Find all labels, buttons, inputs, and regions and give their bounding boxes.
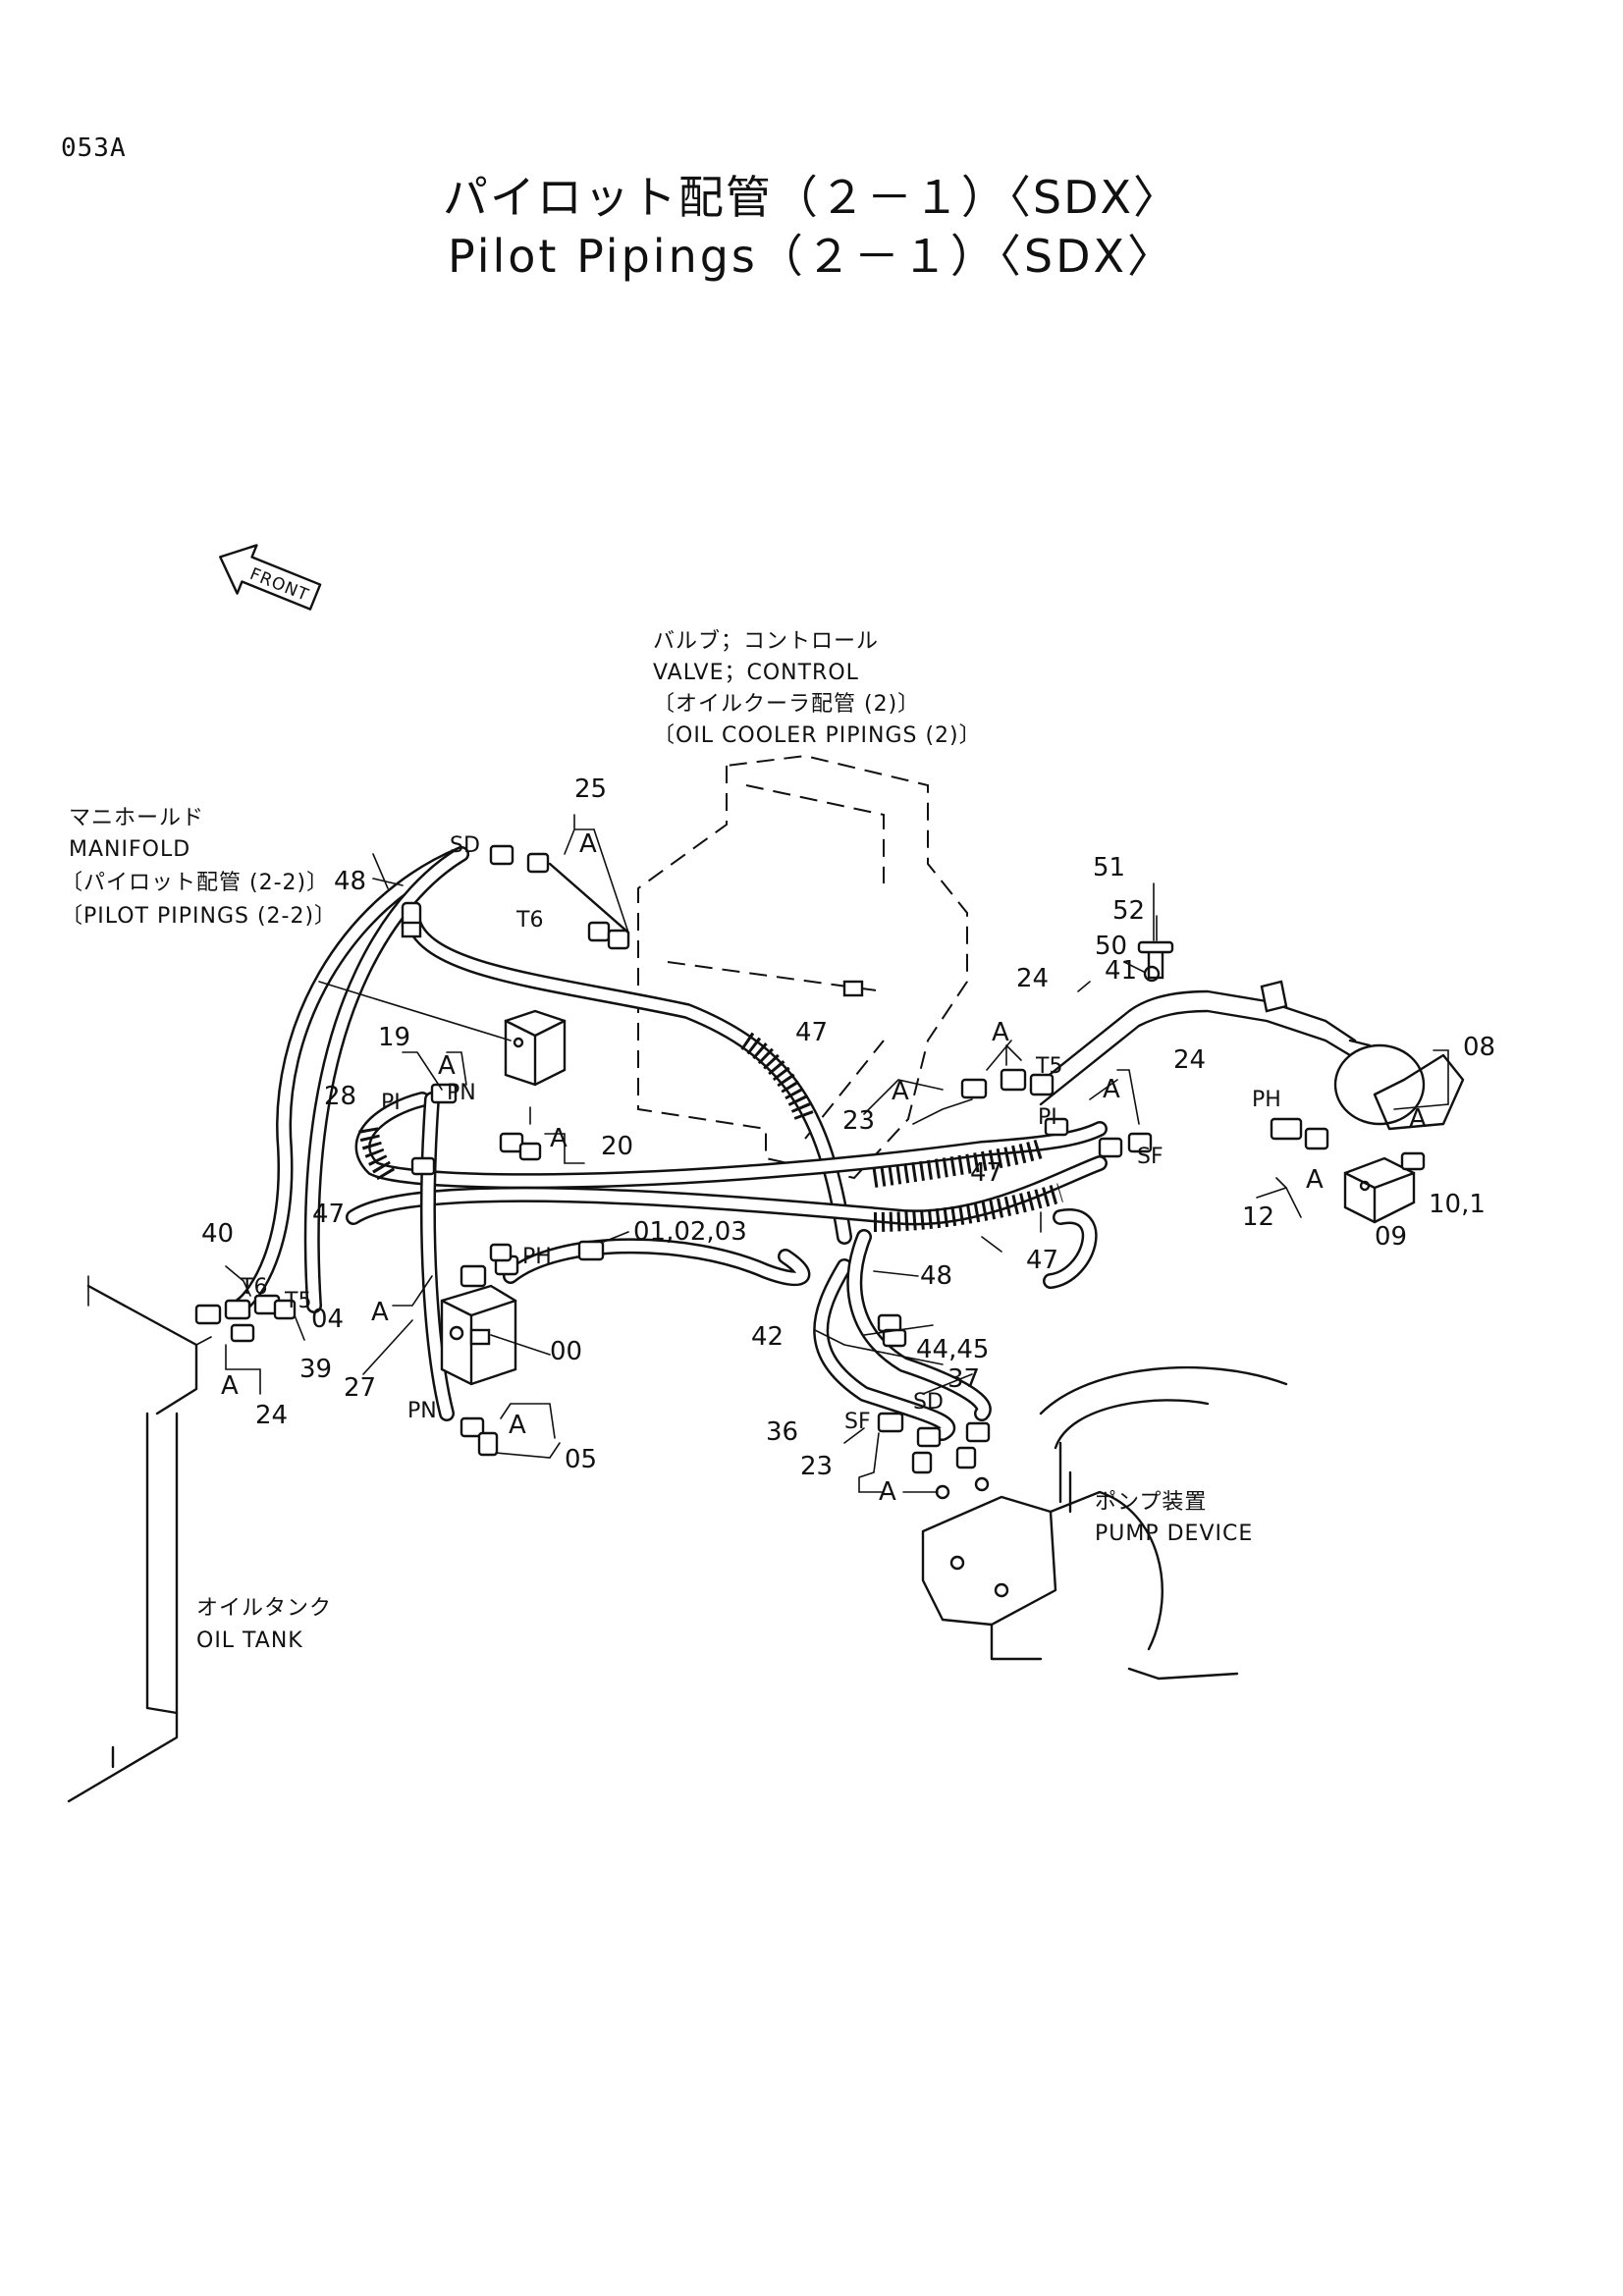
oil-tank [67, 1275, 212, 1803]
part-number: 48 [920, 1261, 952, 1291]
part-number: 37 [947, 1364, 980, 1394]
detail-mark: A [892, 1077, 909, 1106]
detail-mark: A [1306, 1165, 1324, 1195]
valve-ref-jp: 〔オイルクーラ配管 (2)〕 [653, 692, 920, 717]
part-number: 52 [1112, 896, 1145, 926]
port-t5-right: T5 [1035, 1054, 1062, 1079]
part-number: 05 [565, 1445, 597, 1474]
pump-device [921, 1365, 1288, 1681]
detail-marks: A A A A A A A A A A A A [221, 829, 1427, 1507]
port-t6: T6 [515, 908, 543, 933]
accumulator [1333, 1039, 1465, 1131]
part-number: 47 [1026, 1246, 1058, 1275]
part-number: 27 [344, 1373, 376, 1403]
port-sf-low: SF [844, 1410, 871, 1434]
port-pn-low: PN [407, 1399, 437, 1423]
part-number: 42 [751, 1322, 784, 1352]
part-number: 01,02,03 [633, 1217, 747, 1247]
part-number: 09 [1375, 1222, 1407, 1252]
part-number: 20 [601, 1132, 633, 1161]
manifold-ref-jp: 〔パイロット配管 (2-2)〕 [61, 871, 329, 895]
detail-mark: A [1103, 1075, 1120, 1104]
part-number: 04 [311, 1305, 344, 1334]
part-number: 44,45 [916, 1335, 989, 1364]
pump-label-en: PUMP DEVICE [1095, 1522, 1253, 1546]
front-arrow-icon: FRONT [219, 544, 322, 611]
port-t6-left: T6 [240, 1275, 267, 1300]
fittings [194, 844, 1426, 1500]
manifold-ref-en: 〔PILOT PIPINGS (2-2)〕 [61, 904, 337, 929]
part-number: 12 [1242, 1202, 1274, 1232]
detail-mark: A [579, 829, 597, 859]
detail-mark: A [550, 1124, 568, 1153]
callout-labels: バルブ；コントロール VALVE；CONTROL 〔オイルクーラ配管 (2)〕 … [61, 629, 1253, 1653]
detail-mark: A [879, 1477, 896, 1507]
pipe-41 [1029, 980, 1357, 1106]
part-number: 24 [1173, 1045, 1206, 1075]
part-number: 36 [766, 1417, 798, 1447]
part-number: 41 [1105, 956, 1137, 986]
manifold-block [504, 1009, 567, 1087]
detail-mark: A [992, 1018, 1009, 1047]
pump-label-jp: ポンプ装置 [1095, 1490, 1207, 1515]
part-number: 50 [1095, 932, 1127, 961]
manifold-label-jp: マニホールド [69, 806, 204, 830]
detail-mark: A [509, 1411, 526, 1440]
port-pi: PI [381, 1091, 401, 1115]
block-09 [1343, 1156, 1416, 1224]
title-japanese: パイロット配管（２－１）〈SDX〉 [442, 171, 1181, 224]
part-number: 19 [378, 1023, 410, 1052]
part-number: 39 [299, 1355, 332, 1384]
part-number: 48 [334, 867, 366, 896]
port-sf-right: SF [1137, 1145, 1163, 1169]
port-t5-left: T5 [284, 1289, 311, 1313]
tank-label-jp: オイルタンク [196, 1596, 332, 1621]
detail-mark: A [221, 1371, 239, 1401]
port-sd-low: SD [913, 1390, 944, 1415]
front-arrow-label: FRONT [246, 564, 311, 606]
valve-label-jp: バルブ；コントロール [653, 629, 879, 654]
part-number: 47 [312, 1200, 345, 1229]
detail-mark: A [1409, 1104, 1427, 1134]
part-number: 08 [1463, 1033, 1495, 1062]
part-number: 23 [800, 1452, 833, 1481]
leader-lines [225, 814, 1449, 1493]
port-ph-right: PH [1252, 1088, 1281, 1112]
part-number: 00 [550, 1337, 582, 1366]
part-number: 47 [795, 1018, 828, 1047]
part-number: 10,1 [1429, 1190, 1486, 1219]
part-number: 28 [324, 1082, 356, 1111]
title-english: Pilot Pipings（２－１）〈SDX〉 [447, 230, 1176, 283]
valve-label-en: VALVE；CONTROL [653, 661, 859, 685]
port-sd: SD [450, 833, 480, 858]
part-number: 23 [842, 1106, 875, 1136]
part-number: 24 [1016, 964, 1049, 993]
part-number: 40 [201, 1219, 234, 1249]
page-id: 053A [61, 133, 127, 163]
part-number: 25 [574, 774, 607, 804]
part-number: 24 [255, 1401, 288, 1430]
valve-ref-en: 〔OIL COOLER PIPINGS (2)〕 [653, 723, 982, 748]
port-pn: PN [447, 1081, 476, 1105]
port-labels: SD T6 PI PN PH T6 T5 PN T5 PI SF PH SD S… [240, 833, 1281, 1434]
part-number: 51 [1093, 853, 1125, 882]
port-pi-right: PI [1038, 1105, 1057, 1130]
tank-label-en: OIL TANK [196, 1629, 303, 1653]
detail-mark: A [371, 1298, 389, 1327]
port-ph: PH [522, 1245, 552, 1269]
detail-mark: A [438, 1051, 456, 1081]
part-number: 47 [970, 1158, 1002, 1188]
part-numbers: 25 48 51 52 50 41 24 08 19 47 24 28 23 2… [201, 774, 1495, 1481]
pilot-hoses [233, 846, 1108, 1441]
manifold-label-en: MANIFOLD [69, 837, 190, 862]
